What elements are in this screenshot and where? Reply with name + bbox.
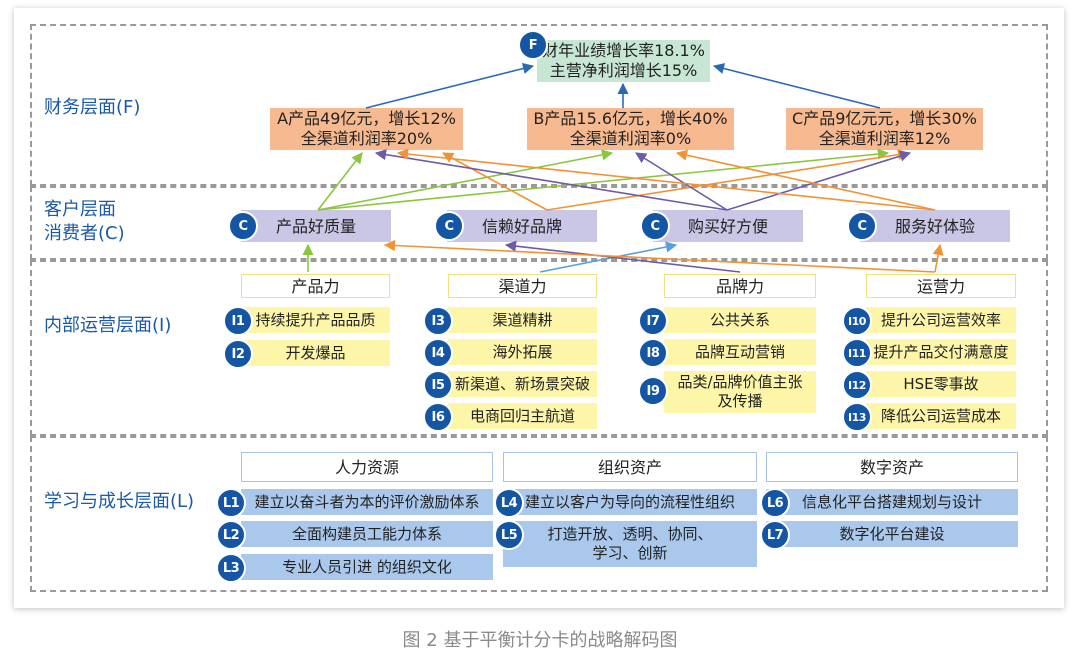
capability-brand: 品牌力 [664, 274, 816, 298]
badge-i8: I8 [638, 338, 668, 368]
customer-box-quality: 产品好质量 [241, 210, 391, 242]
learning-layer-box [30, 436, 1048, 592]
financial-box-c: C产品9亿元元，增长30% 全渠道利润率12% [786, 108, 983, 150]
learning-header-org: 组织资产 [503, 452, 757, 482]
internal-item-i13: 降低公司运营成本 [866, 403, 1016, 429]
internal-item-i4: 海外拓展 [448, 339, 597, 365]
internal-item-i11: 提升产品交付满意度 [866, 339, 1016, 365]
badge-i2: I2 [223, 339, 253, 369]
badge-i10: I10 [842, 306, 872, 336]
learning-layer-label: 学习与成长层面(L) [44, 491, 195, 512]
badge-l3: L3 [216, 553, 246, 583]
internal-item-i8: 品牌互动营销 [664, 339, 816, 365]
internal-item-i6: 电商回归主航道 [448, 403, 597, 429]
learning-item-l1: 建立以奋斗者为本的评价激励体系 [241, 489, 493, 515]
customer-box-convenience: 购买好方便 [653, 210, 803, 242]
top-goal-box: 财年业绩增长率18.1% 主营净利润增长15% [537, 40, 710, 82]
badge-i11: I11 [842, 338, 872, 368]
internal-item-i3: 渠道精耕 [448, 307, 597, 333]
learning-item-l7: 数字化平台建设 [766, 521, 1018, 547]
badge-l1: L1 [216, 488, 246, 518]
financial-box-b: B产品15.6亿元，增长40% 全渠道利润率0% [527, 108, 734, 150]
internal-layer-label: 内部运营层面(I) [44, 315, 172, 336]
internal-item-i9: 品类/品牌价值主张 及传播 [664, 371, 816, 413]
learning-item-l3: 专业人员引进 的组织文化 [241, 554, 493, 580]
customer-box-service: 服务好体验 [860, 210, 1010, 242]
internal-item-i12: HSE零事故 [866, 371, 1016, 397]
learning-item-l2: 全面构建员工能力体系 [241, 521, 493, 547]
badge-i1: I1 [223, 306, 253, 336]
learning-header-hr: 人力资源 [241, 452, 493, 482]
badge-i3: I3 [423, 306, 453, 336]
internal-item-i2: 开发爆品 [241, 340, 390, 366]
internal-item-i10: 提升公司运营效率 [866, 307, 1016, 333]
badge-l4: L4 [494, 488, 524, 518]
badge-i7: I7 [638, 306, 668, 336]
badge-l7: L7 [760, 520, 790, 550]
badge-l2: L2 [216, 520, 246, 550]
badge-f: F [518, 30, 548, 60]
figure-caption: 图 2 基于平衡计分卡的战略解码图 [402, 630, 678, 651]
customer-layer-label: 客户层面 消费者(C) [44, 199, 125, 244]
badge-c-3: C [640, 211, 670, 241]
badge-c-1: C [228, 211, 258, 241]
badge-i6: I6 [423, 402, 453, 432]
capability-operation: 运营力 [866, 274, 1016, 298]
financial-box-a: A产品49亿元，增长12% 全渠道利润率20% [270, 108, 463, 150]
badge-i13: I13 [842, 402, 872, 432]
financial-layer-label: 财务层面(F) [44, 97, 141, 118]
badge-i4: I4 [423, 338, 453, 368]
learning-item-l5: 打造开放、透明、协同、 学习、创新 [503, 521, 757, 567]
learning-item-l4: 建立以客户为导向的流程性组织 [503, 489, 757, 515]
internal-item-i1: 持续提升产品品质 [241, 307, 390, 333]
learning-header-digital: 数字资产 [766, 452, 1018, 482]
badge-i9: I9 [638, 376, 668, 406]
badge-c-2: C [434, 211, 464, 241]
capability-product: 产品力 [241, 274, 390, 298]
badge-c-4: C [847, 211, 877, 241]
capability-channel: 渠道力 [448, 274, 597, 298]
customer-box-brand: 信赖好品牌 [447, 210, 597, 242]
badge-l5: L5 [494, 520, 524, 550]
badge-i12: I12 [842, 370, 872, 400]
internal-item-i7: 公共关系 [664, 307, 816, 333]
learning-item-l6: 信息化平台搭建规划与设计 [766, 489, 1018, 515]
internal-item-i5: 新渠道、新场景突破 [448, 371, 597, 397]
badge-i5: I5 [423, 370, 453, 400]
badge-l6: L6 [760, 488, 790, 518]
